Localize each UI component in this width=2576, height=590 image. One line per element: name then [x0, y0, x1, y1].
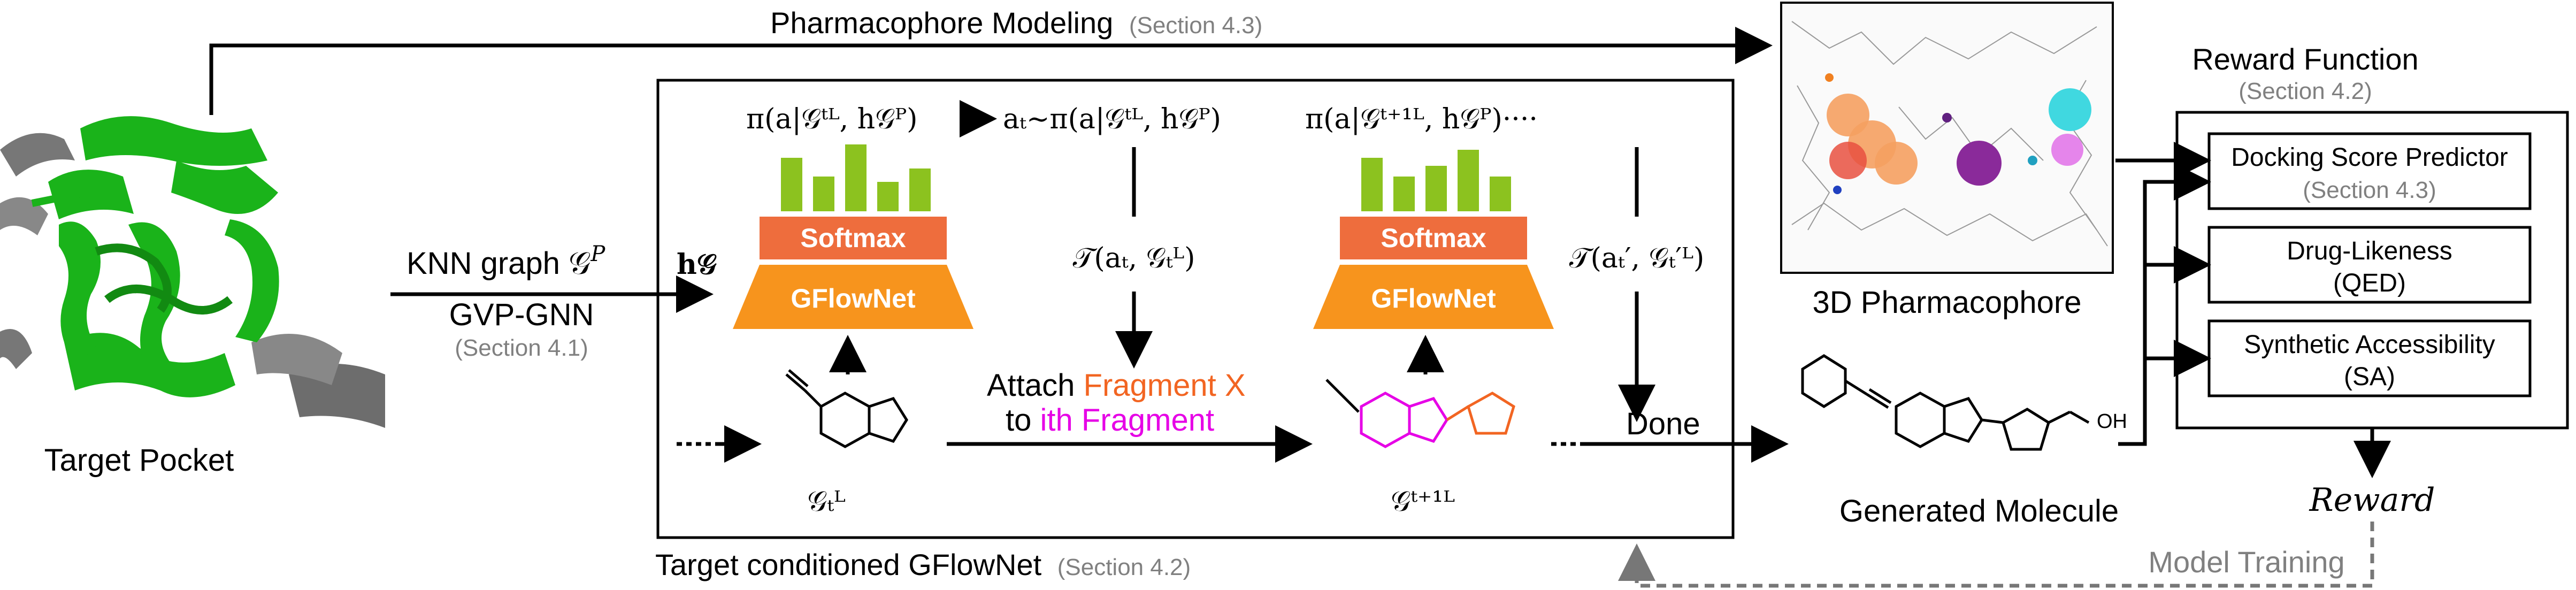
done-label: Done — [1626, 407, 1700, 441]
softmax-label-1: Softmax — [800, 223, 906, 253]
gvp-gnn-label: GVP-GNN — [449, 297, 594, 332]
target-pocket-label: Target Pocket — [44, 443, 234, 478]
state-molecule-t — [785, 369, 908, 448]
generated-molecule — [1801, 354, 2090, 451]
softmax-block-2 — [1340, 217, 1527, 259]
pharmacophore-3d-label: 3D Pharmacophore — [1813, 285, 2082, 320]
gflownet-block-2 — [1313, 265, 1554, 329]
reward-item-qed-title: Drug-Likeness — [2287, 237, 2452, 265]
pharmacophore-modeling-label: Pharmacophore Modeling (Section 4.3) — [770, 6, 1262, 40]
gflownet-box-label: Target conditioned GFlowNet (Section 4.2… — [655, 548, 1191, 581]
softmax-block-1 — [760, 217, 947, 259]
reward-item-sa-sub: (SA) — [2344, 363, 2395, 391]
target-pocket-image — [0, 116, 385, 428]
oh-label: OH — [2097, 410, 2127, 433]
state-molecule-t1 — [1325, 379, 1515, 448]
transition-label-2: 𝒯(aₜ′, 𝒢ₜ′ᴸ) — [1569, 242, 1704, 274]
gflownet-label-2: GFlowNet — [1371, 283, 1496, 313]
model-training-label: Model Training — [2148, 545, 2344, 579]
reward-item-docking-title: Docking Score Predictor — [2231, 143, 2508, 172]
h-graph-input-label: h𝒢 — [677, 248, 717, 281]
softmax-label-2: Softmax — [1381, 223, 1486, 253]
policy-bars-1 — [781, 144, 931, 211]
attach-fragment-line2: to ith Fragment — [1006, 403, 1214, 438]
gvp-gnn-section: (Section 4.1) — [455, 335, 588, 361]
reward-label: Reward — [2309, 481, 2435, 519]
reward-item-sa — [2207, 319, 2532, 397]
model-training-loop — [1618, 522, 2374, 588]
reward-item-qed-sub: (QED) — [2333, 269, 2406, 297]
molecule-to-docking-arrow — [2118, 163, 2211, 446]
reward-function-section: (Section 4.2) — [2238, 78, 2372, 104]
knn-graph-label: KNN graph 𝒢P — [407, 242, 605, 281]
gflownet-box — [656, 79, 1735, 539]
attach-fragment-line1: Attach Fragment X — [987, 368, 1246, 403]
transition-label-1: 𝒯(aₜ, 𝒢ₜᴸ) — [1073, 242, 1195, 274]
pharmacophore-modeling-arrow — [209, 27, 1773, 115]
policy-bars-2 — [1361, 150, 1511, 211]
reward-item-qed — [2207, 226, 2532, 304]
reward-item-docking-sub: (Section 4.3) — [2303, 177, 2436, 203]
gflownet-block-1 — [733, 265, 973, 329]
generated-molecule-label: Generated Molecule — [1839, 494, 2119, 528]
reward-item-sa-title: Synthetic Accessibility — [2244, 331, 2495, 359]
state-label-t: 𝒢ₜᴸ — [807, 486, 846, 518]
pharmacophore-3d-contents — [1791, 21, 2108, 247]
reward-item-docking — [2207, 132, 2532, 210]
policy-pi-t: π(a|𝒢ᵗᴸ, h𝒢ᴾ) — [746, 103, 917, 135]
policy-pi-t1: π(a|𝒢ᵗ⁺¹ᴸ, h𝒢ᴾ)···· — [1305, 103, 1538, 135]
gflownet-label-1: GFlowNet — [791, 283, 916, 313]
action-sample: aₜ∼π(a|𝒢ᵗᴸ, h𝒢ᴾ) — [1003, 103, 1221, 135]
state-label-t1: 𝒢ᵗ⁺¹ᴸ — [1391, 486, 1455, 518]
reward-function-title: Reward Function — [2192, 42, 2418, 76]
